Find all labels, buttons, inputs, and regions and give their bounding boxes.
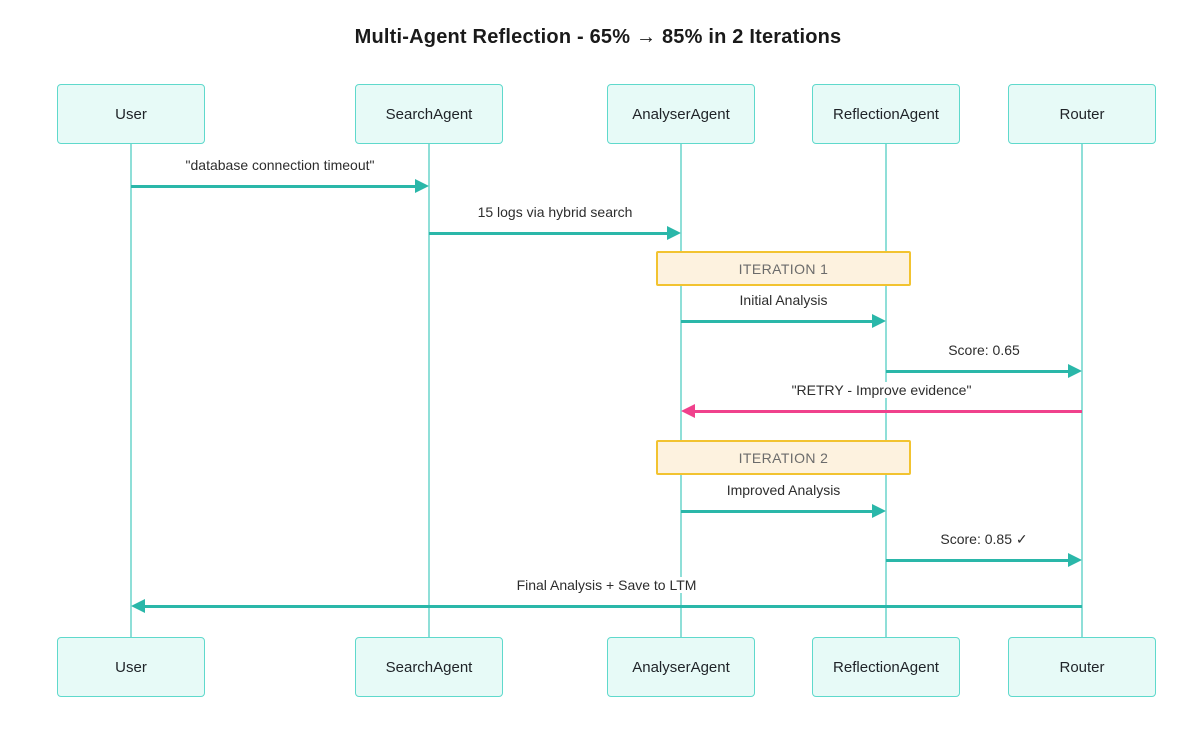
message-label: "database connection timeout" — [181, 157, 379, 173]
arrowhead-icon — [667, 226, 681, 240]
message-line — [143, 604, 1082, 608]
message-label: Score: 0.85 ✓ — [936, 531, 1032, 548]
message-line — [131, 184, 417, 188]
message-label: Initial Analysis — [735, 292, 832, 308]
message-line — [693, 409, 1082, 413]
actor-label-user-top: User — [115, 105, 147, 123]
actor-label-analyser-agent-bottom: AnalyserAgent — [632, 658, 730, 676]
arrowhead-icon — [415, 179, 429, 193]
arrowhead-icon — [872, 314, 886, 328]
note-label-iteration-1: ITERATION 1 — [738, 260, 829, 277]
actor-label-router-top: Router — [1059, 105, 1105, 123]
actor-box-reflection-agent-bottom: ReflectionAgent — [812, 637, 960, 697]
message-arrow-2: 15 logs via hybrid search — [429, 204, 681, 240]
message-arrow-7: Score: 0.85 ✓ — [886, 531, 1082, 567]
message-line — [681, 319, 874, 323]
message-line — [681, 509, 874, 513]
arrowhead-icon — [1068, 364, 1082, 378]
actor-label-search-agent-top: SearchAgent — [385, 105, 473, 123]
actor-label-reflection-agent-top: ReflectionAgent — [833, 105, 939, 123]
message-label: Final Analysis + Save to LTM — [512, 577, 701, 593]
message-line — [886, 558, 1070, 562]
actor-box-search-agent-bottom: SearchAgent — [355, 637, 503, 697]
message-label: 15 logs via hybrid search — [473, 204, 637, 220]
actor-label-reflection-agent-bottom: ReflectionAgent — [833, 658, 939, 676]
message-label: Score: 0.65 — [944, 342, 1024, 358]
note-box-iteration-2: ITERATION 2 — [656, 440, 911, 475]
actor-box-router-bottom: Router — [1008, 637, 1156, 697]
actor-box-analyser-agent-bottom: AnalyserAgent — [607, 637, 755, 697]
actor-label-search-agent-bottom: SearchAgent — [385, 658, 473, 676]
message-arrow-6: Improved Analysis — [681, 482, 886, 518]
actor-box-search-agent-top: SearchAgent — [355, 84, 503, 144]
note-label-iteration-2: ITERATION 2 — [738, 449, 829, 466]
actor-box-reflection-agent-top: ReflectionAgent — [812, 84, 960, 144]
message-line — [886, 369, 1070, 373]
arrowhead-icon — [681, 404, 695, 418]
lifeline-router — [1081, 144, 1083, 637]
diagram-title: Multi-Agent Reflection - 65% → 85% in 2 … — [354, 26, 842, 48]
message-line — [429, 231, 669, 235]
message-arrow-5: "RETRY - Improve evidence" — [681, 382, 1082, 418]
arrowhead-icon — [131, 599, 145, 613]
message-arrow-8: Final Analysis + Save to LTM — [131, 577, 1082, 613]
message-label: "RETRY - Improve evidence" — [787, 382, 976, 398]
message-arrow-1: "database connection timeout" — [131, 157, 429, 193]
note-box-iteration-1: ITERATION 1 — [656, 251, 911, 286]
actor-box-router-top: Router — [1008, 84, 1156, 144]
actor-box-user-bottom: User — [57, 637, 205, 697]
message-arrow-4: Score: 0.65 — [886, 342, 1082, 378]
message-arrow-3: Initial Analysis — [681, 292, 886, 328]
actor-box-analyser-agent-top: AnalyserAgent — [607, 84, 755, 144]
arrowhead-icon — [1068, 553, 1082, 567]
message-label: Improved Analysis — [722, 482, 845, 498]
actor-box-user-top: User — [57, 84, 205, 144]
actor-label-analyser-agent-top: AnalyserAgent — [632, 105, 730, 123]
lifeline-analyser-agent — [680, 144, 682, 637]
lifeline-user — [130, 144, 132, 637]
actor-label-router-bottom: Router — [1059, 658, 1105, 676]
lifeline-search-agent — [428, 144, 430, 637]
actor-label-user-bottom: User — [115, 658, 147, 676]
arrowhead-icon — [872, 504, 886, 518]
